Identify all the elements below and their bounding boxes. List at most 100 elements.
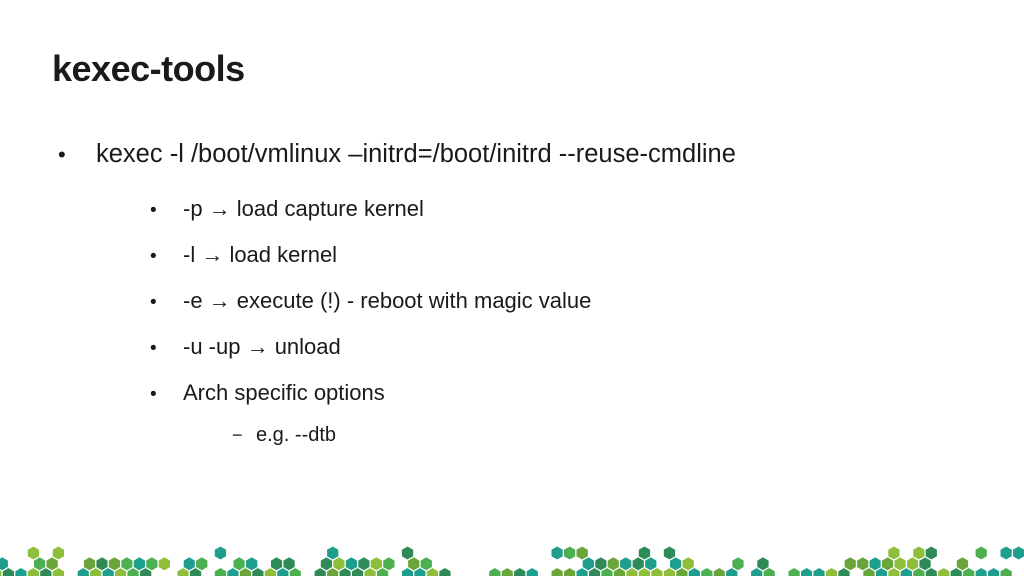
hexagon-tile [182,555,197,572]
bullet-dot: • [150,292,157,313]
hexagon-tile [874,566,889,576]
hexagon-tile [1011,545,1024,561]
hexagon-tile [132,555,147,572]
hexagon-tile [1,566,16,576]
hexagon-tile [82,555,97,572]
hexagon-tile [120,555,134,572]
hexagon-tile [618,555,633,572]
hexagon-tile [26,545,41,561]
hexagon-tile [145,555,159,572]
hexagon-tile [357,555,371,572]
hexagon-tile [887,566,901,576]
sub-bullet-load: • -l → load kernel [150,242,337,268]
hexagon-tile [157,555,172,572]
hexagon-tile [288,566,303,576]
hexagon-tile [787,566,802,576]
hexagon-tile [413,566,427,576]
hexagon-tile [974,566,989,576]
hexagon-tile [338,566,352,576]
hexagon-tile [812,566,826,576]
hexagon-tile [0,555,10,572]
hexagon-tile [126,566,140,576]
hexagon-tile [276,566,290,576]
hexagon-tile [213,545,228,561]
hexagon-tile [924,566,939,576]
hexagon-tile [637,566,652,576]
hexagon-tile [369,555,384,572]
hexagon-tile [76,566,91,576]
hexagon-tile [550,566,565,576]
hexagon-tile [600,566,614,576]
hexagon-tile [332,555,346,572]
hexagon-tile [949,566,964,576]
hexagon-tile [662,545,677,561]
hexagon-tile [631,555,646,572]
hexagon-tile [862,566,876,576]
sub-bullet-capture: • -p → load capture kernel [150,196,424,222]
hexagon-tile [138,566,153,576]
hexagon-tile [824,566,839,576]
hexagon-tile [232,555,246,572]
main-bullet-text: kexec -l /boot/vmlinux –initrd=/boot/ini… [96,140,736,168]
hexagon-tile [382,555,396,572]
hexagon-tile [238,566,253,576]
hexagon-tile [488,566,502,576]
hexagon-tile [406,555,421,572]
hexagon-tile [244,555,259,572]
hexagon-tile [887,545,901,561]
hexagon-tile [643,555,658,572]
hexagon-tile [45,555,60,572]
hexagon-tile [936,566,951,576]
hexagon-tile [893,555,908,572]
hexagon-tile [251,566,265,576]
bullet-dot: • [58,142,66,167]
bullet-dot: • [150,384,157,405]
bullet-dot: • [150,338,157,359]
hexagon-tile [0,569,3,576]
hexagon-tile [868,555,883,572]
hexagon-tile [101,566,116,576]
hexagon-tile [400,545,415,561]
hexagon-tile [425,566,440,576]
hexagon-tile [999,545,1014,561]
sub-bullet-text: -u -up → unload [183,334,341,359]
hexagon-tile [525,566,540,576]
hexagon-tile [911,566,926,576]
hexagon-tile [668,555,683,572]
hexagon-tile [419,555,434,572]
hexagon-tile [762,566,777,576]
hexagon-tile [955,555,970,572]
hexagon-tile [188,566,203,576]
hexagon-tile [986,566,1001,576]
hexagon-tile [194,555,209,572]
hexagon-tile [325,566,340,576]
hexagon-tile [961,566,976,576]
hexagon-tile [712,566,727,576]
sub-bullet-execute: • -e → execute (!) - reboot with magic v… [150,288,591,314]
hexagon-tile [612,566,627,576]
hexagon-tile [400,566,415,576]
hexagon-tile [749,566,764,576]
hexagon-tile [263,566,278,576]
hexagon-tile [438,566,452,576]
hexagon-tile [675,566,689,576]
hexagon-tile [581,555,596,572]
hexagon-tile [974,545,989,561]
hexagon-tile [14,566,28,576]
hexagon-tile [562,566,577,576]
hexagon-tile [606,555,621,572]
hexagon-tile [113,566,128,576]
hexagon-tile [313,566,328,576]
hexagon-tile [625,566,639,576]
hexagon-tile [325,545,340,561]
hexagon-tile [587,566,602,576]
hexagon-tile [756,555,770,572]
hexagon-tile [363,566,377,576]
hexagon-tile [799,566,814,576]
hexagon-tile [637,545,652,561]
hexagon-tile [375,566,390,576]
hexagon-tile [562,545,577,561]
hexagon-tile [95,555,109,572]
hexagon-tile [918,555,932,572]
hexagon-tile [512,566,527,576]
